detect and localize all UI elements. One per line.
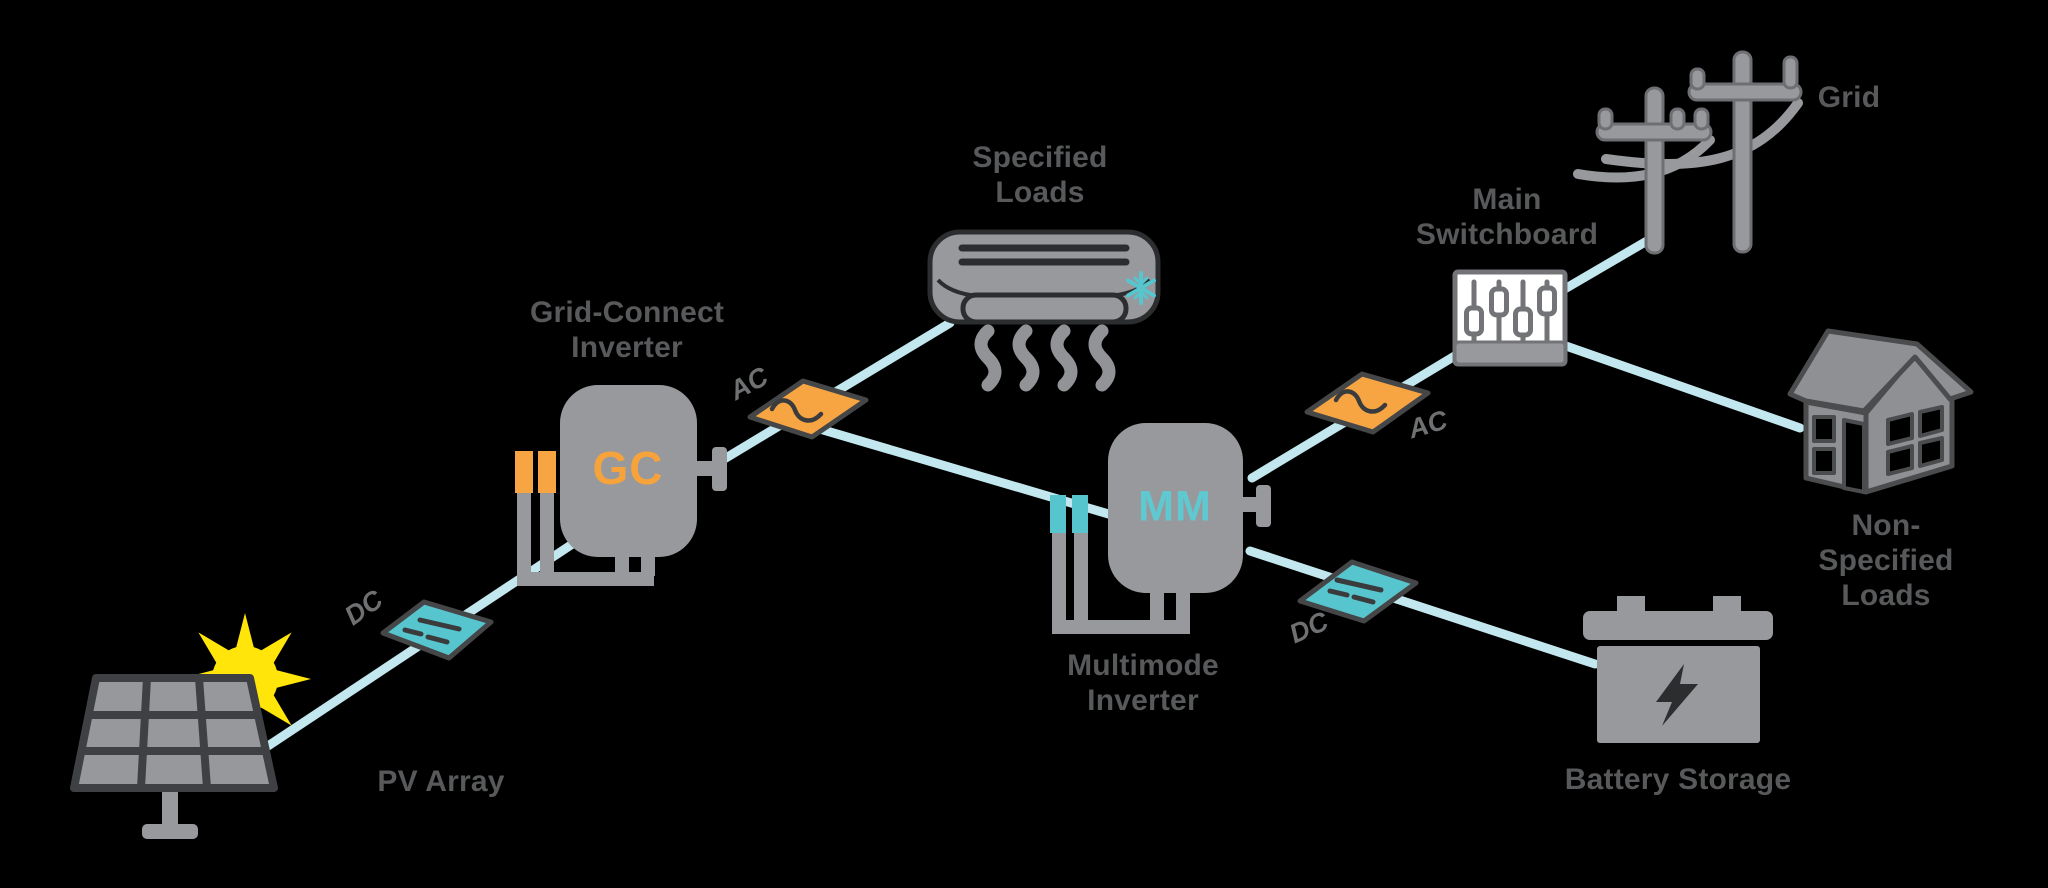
grid-poles-icon — [1573, 50, 1803, 255]
specified-loads-label: Specified Loads — [972, 141, 1108, 209]
mm-abbrev-label: MM — [1138, 482, 1212, 531]
battery-storage-label: Battery Storage — [1564, 763, 1792, 796]
dc-symbol-pv — [380, 599, 494, 661]
gc-abbrev-label: GC — [592, 442, 664, 494]
line-multimode-to-battery — [1245, 546, 1600, 669]
pv-stand — [162, 786, 178, 828]
aircon-flap — [960, 292, 1129, 325]
gc-ac-port — [712, 447, 727, 491]
house-icon — [1787, 328, 1974, 495]
grid-label: Grid — [1817, 81, 1881, 114]
line-switchboard-to-grid — [1558, 233, 1657, 295]
multimode-inverter-label: Multimode Inverter — [1067, 649, 1219, 717]
main-switchboard-label: Main Switchboard — [1415, 183, 1599, 251]
snowflake-icon — [1126, 271, 1156, 305]
connection-lines — [263, 233, 1805, 751]
mm-port — [1239, 497, 1261, 512]
dc-symbol-battery — [1297, 559, 1419, 624]
ac-symbol-mm — [1304, 371, 1431, 435]
air-conditioner-icon — [927, 229, 1161, 392]
aircon-vents — [958, 244, 1130, 266]
pv-base — [142, 824, 198, 839]
gc-ac-port — [692, 461, 716, 476]
mm-port — [1256, 485, 1271, 527]
switchboard-base — [1453, 340, 1567, 366]
grid-connect-inverter-label: Grid-Connect Inverter — [529, 296, 725, 364]
pv-array-label: PV Array — [377, 765, 505, 798]
house-windows — [1812, 405, 1944, 494]
line-switchboard-to-house — [1561, 341, 1805, 433]
gc-body — [560, 385, 697, 557]
lightning-bolt-icon — [1656, 664, 1698, 726]
switchboard-slider-knobs — [1464, 285, 1557, 338]
mm-body — [1108, 423, 1243, 593]
mm-ac-terminal — [1072, 495, 1088, 533]
ac-symbol-gc — [747, 378, 869, 440]
mm-ac-terminal — [1050, 495, 1066, 533]
non-specified-loads-label: Non-Specified Loads — [1818, 509, 1954, 612]
house-door — [1842, 418, 1866, 494]
mm-conduit — [1052, 528, 1190, 634]
main-switchboard-icon — [1452, 269, 1568, 367]
gc-conduit — [517, 486, 655, 586]
battery-lid — [1583, 611, 1773, 640]
pv-array-icon — [70, 674, 278, 839]
multimode-inverter-icon — [1050, 423, 1271, 634]
air-flow-waves — [974, 324, 1116, 392]
gc-dc-terminal — [515, 451, 533, 493]
battery-icon — [1583, 596, 1773, 743]
gc-dc-terminal — [538, 451, 556, 493]
grid-connect-inverter-icon — [515, 385, 727, 586]
